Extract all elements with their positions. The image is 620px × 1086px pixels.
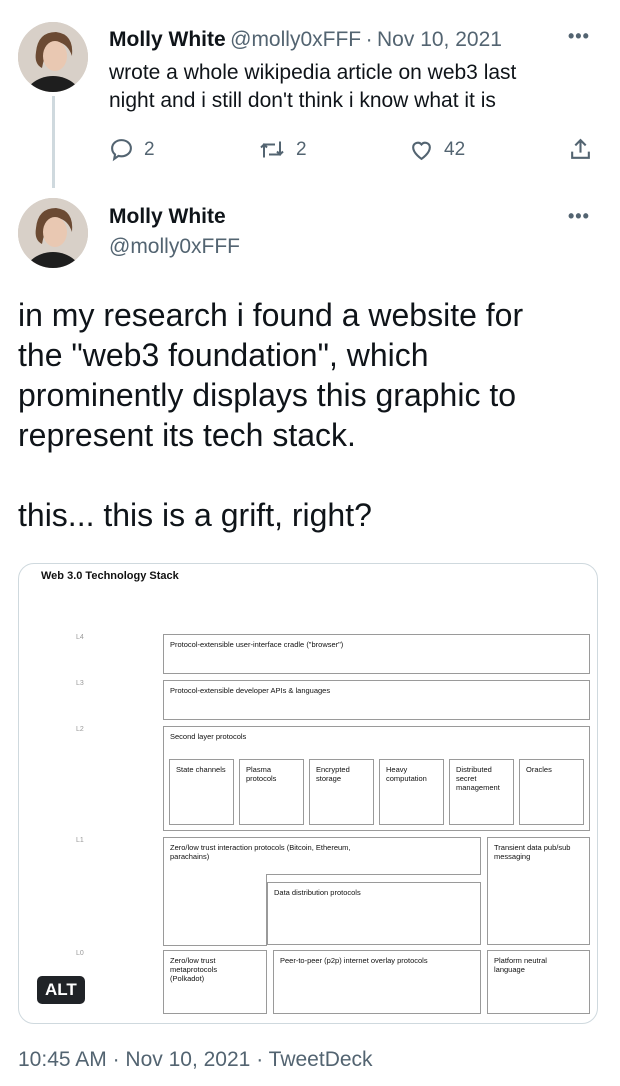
author-name[interactable]: Molly White [109,28,226,51]
retweet-count: 2 [296,138,307,160]
diagram-title: Web 3.0 Technology Stack [41,570,179,582]
l2-item-box: State channels [169,759,234,825]
l2-item-box: Encrypted storage [309,759,374,825]
reply-text-line-1: wrote a whole wikipedia article on web3 … [109,61,517,84]
l1-zero-trust-label: Zero/low trust interaction protocols (Bi… [170,843,351,861]
layer-label-l3: L3 [76,680,84,687]
tweet-time[interactable]: 10:45 AM [18,1048,107,1071]
l2-item-box: Oracles [519,759,584,825]
retweet-icon [260,141,284,158]
reply-count: 2 [144,138,155,160]
l0-p2p-box: Peer-to-peer (p2p) internet overlay prot… [273,950,481,1014]
main-tweet-text: in my research i found a website for the… [18,297,524,533]
more-icon[interactable]: ••• [568,26,590,46]
avatar[interactable] [18,22,88,92]
layer-l2-label: Second layer protocols [170,732,247,741]
l0-platform-label: Platform neutral language [494,956,547,974]
tweet-media[interactable]: Web 3.0 Technology Stack L4 L3 L2 L1 L0 … [18,563,598,1024]
layer-l3-label: Protocol-extensible developer APIs & lan… [170,686,331,695]
l2-item-label: Oracles [526,765,552,774]
l0-meta-label: Zero/low trust metaprotocols (Polkadot) [170,956,218,983]
l0-meta-box: Zero/low trust metaprotocols (Polkadot) [163,950,267,1014]
l2-item-label: Encrypted storage [316,765,350,783]
author-handle[interactable]: @molly0xFFF [109,235,240,258]
l1-data-distribution-label: Data distribution protocols [274,888,361,897]
layer-l4-label: Protocol-extensible user-interface cradl… [170,640,344,649]
l2-item-box: Distributed secret management [449,759,514,825]
layer-label-l0: L0 [76,950,84,957]
l1-zero-trust-box: Zero/low trust interaction protocols (Bi… [163,837,481,875]
thread-line [52,96,55,188]
layer-l2-box: Second layer protocols [163,726,590,831]
share-icon [571,138,590,159]
l2-item-label: Distributed secret management [456,765,500,792]
avatar[interactable] [18,198,88,268]
share-button[interactable] [568,137,603,162]
l1-left-column [163,874,267,946]
l2-item-label: Heavy computation [386,765,427,783]
reply-tweet-text: wrote a whole wikipedia article on web3 … [109,59,516,115]
l0-platform-box: Platform neutral language [487,950,590,1014]
alt-text-button[interactable]: ALT [37,976,85,1004]
layer-label-l2: L2 [76,726,84,733]
tweet-source[interactable]: TweetDeck [268,1048,373,1071]
tweet-date[interactable]: Nov 10, 2021 [125,1048,251,1071]
layer-label-l1: L1 [76,837,84,844]
footer-separator: · [256,1048,264,1071]
layer-label-l4: L4 [76,634,84,641]
reply-button[interactable]: 2 [109,137,155,162]
layer-l3-box: Protocol-extensible developer APIs & lan… [163,680,590,720]
l0-p2p-label: Peer-to-peer (p2p) internet overlay prot… [280,956,428,965]
l1-transient-label: Transient data pub/sub messaging [494,843,571,861]
heart-icon [412,141,431,161]
reply-header: Molly White @molly0xFFF · Nov 10, 2021 [109,28,502,52]
header-separator: · [365,28,373,51]
l2-item-label: State channels [176,765,226,774]
reply-icon [111,139,132,162]
tweet-date[interactable]: Nov 10, 2021 [377,28,502,51]
l1-transient-box: Transient data pub/sub messaging [487,837,590,945]
tweet-footer: 10:45 AM · Nov 10, 2021 · TweetDeck [18,1048,373,1072]
footer-separator: · [112,1048,120,1071]
l2-item-label: Plasma protocols [246,765,277,783]
layer-l4-box: Protocol-extensible user-interface cradl… [163,634,590,674]
author-name[interactable]: Molly White [109,205,226,228]
more-icon[interactable]: ••• [568,206,590,226]
l1-data-distribution-box: Data distribution protocols [267,882,481,945]
reply-text-line-2: night and i still don't think i know wha… [109,89,496,112]
author-handle[interactable]: @molly0xFFF [230,28,362,51]
l2-item-box: Heavy computation [379,759,444,825]
like-count: 42 [444,138,466,160]
l2-item-box: Plasma protocols [239,759,304,825]
retweet-button[interactable]: 2 [258,137,307,162]
like-button[interactable]: 42 [409,137,465,162]
